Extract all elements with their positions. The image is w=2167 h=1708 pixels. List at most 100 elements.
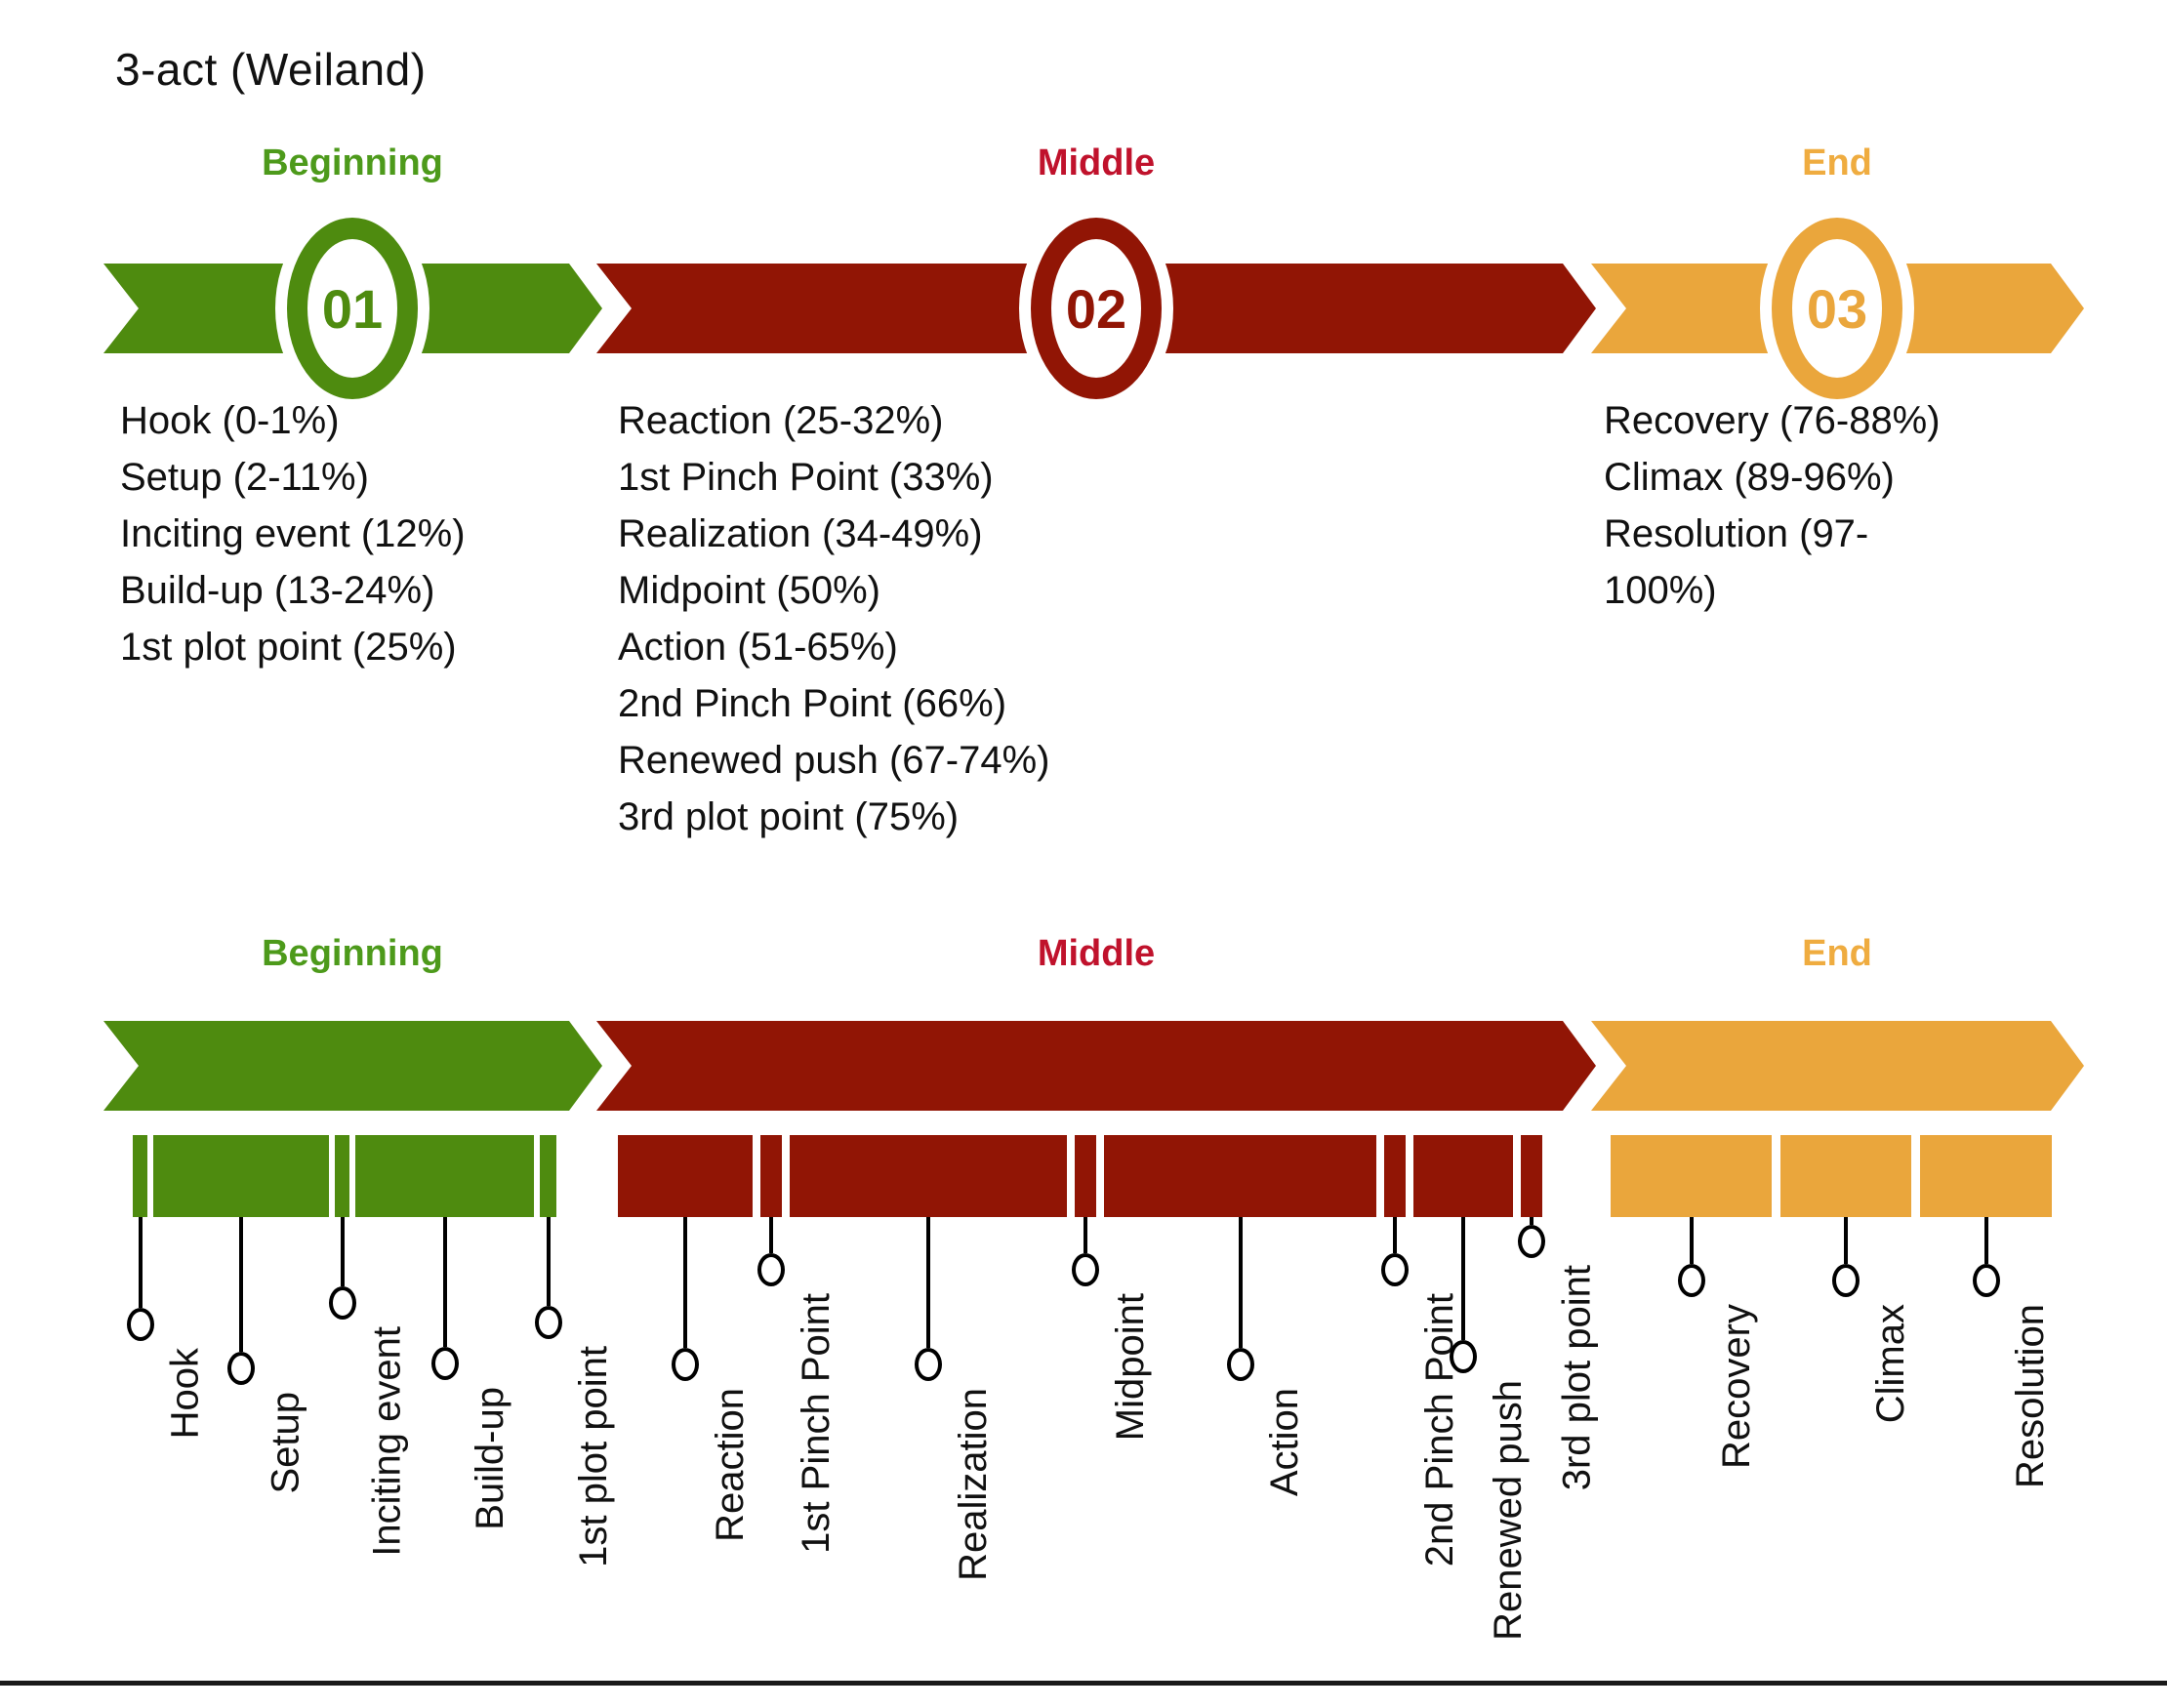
act-badge-number-end: 03: [1792, 239, 1882, 378]
beat-segment-beginning-2: [335, 1135, 349, 1217]
act-beat-list-end: Recovery (76-88%) Climax (89-96%) Resoluti…: [1604, 392, 1975, 619]
beat-list-item: Inciting event (12%): [120, 512, 466, 555]
beat-leader-line: [1983, 1217, 1988, 1264]
beat-segment-middle-5: [1384, 1135, 1406, 1217]
act-arrow-bottom-beginning-shape: [103, 1021, 602, 1111]
beat-list-item: 3rd plot point (75%): [618, 795, 960, 838]
beat-list-item: Reaction (25-32%): [618, 399, 944, 442]
beat-leader-line: [1530, 1217, 1533, 1225]
beat-leader-line: [769, 1217, 773, 1253]
act-arrow-bottom-end: [1591, 1021, 2084, 1111]
beat-leader-line: [1084, 1217, 1087, 1253]
beat-list-item: Climax (89-96%): [1604, 456, 1895, 499]
beat-marker-circle: [328, 1286, 356, 1320]
act-arrow-bottom-beginning: [103, 1021, 602, 1111]
beat-list-item: Renewed push (67-74%): [618, 739, 1050, 782]
beat-label: Recovery: [1714, 1304, 1758, 1469]
beat-segment-middle-2: [790, 1135, 1067, 1217]
beat-marker-circle: [1072, 1253, 1099, 1286]
act-badge-number-middle: 02: [1051, 239, 1141, 378]
beat-marker-circle: [1518, 1225, 1545, 1258]
beat-marker-circle: [1381, 1253, 1409, 1286]
beat-list-item: Build-up (13-24%): [120, 569, 435, 612]
act-beat-list-middle: Reaction (25-32%) 1st Pinch Point (33%) Re…: [618, 392, 1243, 845]
beat-list-item: Realization (34-49%): [618, 512, 983, 555]
beat-label: 2nd Pinch Point: [1418, 1293, 1461, 1567]
beat-segment-middle-7: [1521, 1135, 1542, 1217]
beat-leader-line: [546, 1217, 551, 1306]
beat-segment-middle-0: [618, 1135, 753, 1217]
beat-segment-end-1: [1780, 1135, 1911, 1217]
beat-label: Climax: [1869, 1304, 1912, 1424]
beat-leader-line: [340, 1217, 345, 1286]
beat-segment-beginning-0: [133, 1135, 147, 1217]
beat-leader-line: [926, 1217, 930, 1348]
beat-label: Action: [1263, 1388, 1307, 1497]
beat-leader-line: [1393, 1217, 1397, 1253]
beat-segment-end-2: [1920, 1135, 2052, 1217]
beat-list-item: 1st plot point (25%): [120, 626, 457, 669]
act-heading-bottom-beginning: Beginning: [262, 933, 443, 974]
beat-label: Renewed push: [1487, 1380, 1530, 1641]
beat-leader-line: [239, 1217, 243, 1352]
beat-label: Reaction: [709, 1388, 752, 1542]
beat-marker-circle: [915, 1348, 942, 1381]
beat-label: Setup: [265, 1392, 307, 1494]
beat-list-item: Midpoint (50%): [618, 569, 881, 612]
beat-marker-circle: [757, 1253, 785, 1286]
beat-label: Midpoint: [1109, 1293, 1152, 1442]
act-beat-list-beginning: Hook (0-1%)Setup (2-11%)Inciting event (…: [120, 392, 608, 675]
beat-label: Realization: [952, 1388, 995, 1581]
beat-leader-line: [442, 1217, 447, 1347]
beat-segment-middle-3: [1075, 1135, 1096, 1217]
beat-leader-line: [1461, 1217, 1465, 1340]
beat-marker-circle: [1972, 1264, 2000, 1297]
beat-leader-line: [138, 1217, 143, 1308]
beat-marker-circle: [672, 1348, 699, 1381]
beat-segment-middle-4: [1104, 1135, 1376, 1217]
beat-label: Hook: [163, 1348, 207, 1440]
beat-segment-middle-1: [760, 1135, 782, 1217]
bottom-divider: [0, 1681, 2167, 1686]
beat-label: Build-up: [468, 1387, 511, 1530]
beat-marker-circle: [126, 1308, 154, 1341]
beat-marker-circle: [1450, 1340, 1477, 1373]
beat-marker-circle: [1226, 1348, 1254, 1381]
beat-list-item: Action (51-65%): [618, 626, 898, 669]
beat-list-item: Recovery (76-88%): [1604, 399, 1941, 442]
page-title: 3-act (Weiland): [115, 44, 427, 95]
beat-segment-middle-6: [1413, 1135, 1513, 1217]
beat-marker-circle: [1677, 1264, 1705, 1297]
act-arrow-bottom-end-shape: [1591, 1021, 2084, 1111]
act-heading-top-beginning: Beginning: [262, 142, 443, 183]
act-heading-top-end: End: [1802, 142, 1872, 183]
act-heading-bottom-middle: Middle: [1037, 933, 1156, 974]
beat-list-item: 1st Pinch Point (33%): [618, 456, 994, 499]
act-badge-number-beginning: 01: [307, 239, 397, 378]
beat-list-item: Resolution (97-100%): [1604, 512, 1869, 612]
beat-list-item: Setup (2-11%): [120, 456, 369, 499]
beat-label: 1st plot point: [571, 1346, 615, 1567]
beat-label: 1st Pinch Point: [795, 1293, 838, 1554]
act-heading-bottom-end: End: [1802, 933, 1872, 974]
beat-marker-circle: [227, 1352, 255, 1385]
beat-leader-line: [1689, 1217, 1694, 1264]
act-heading-top-middle: Middle: [1037, 142, 1156, 183]
act-arrow-bottom-middle-shape: [596, 1021, 1596, 1111]
beat-marker-circle: [1832, 1264, 1860, 1297]
beat-marker-circle: [534, 1306, 562, 1339]
beat-list-item: 2nd Pinch Point (66%): [618, 682, 1007, 725]
beat-leader-line: [1844, 1217, 1848, 1264]
beat-segment-beginning-1: [153, 1135, 329, 1217]
beat-segment-beginning-4: [540, 1135, 556, 1217]
beat-label: Resolution: [2009, 1304, 2053, 1489]
beat-leader-line: [683, 1217, 687, 1348]
beat-segment-beginning-3: [355, 1135, 534, 1217]
beat-label: 3rd plot point: [1555, 1265, 1598, 1491]
beat-label: Inciting event: [365, 1326, 409, 1557]
beat-leader-line: [1238, 1217, 1243, 1348]
beat-marker-circle: [430, 1347, 459, 1380]
act-arrow-bottom-middle: [596, 1021, 1596, 1111]
beat-segment-end-0: [1611, 1135, 1772, 1217]
